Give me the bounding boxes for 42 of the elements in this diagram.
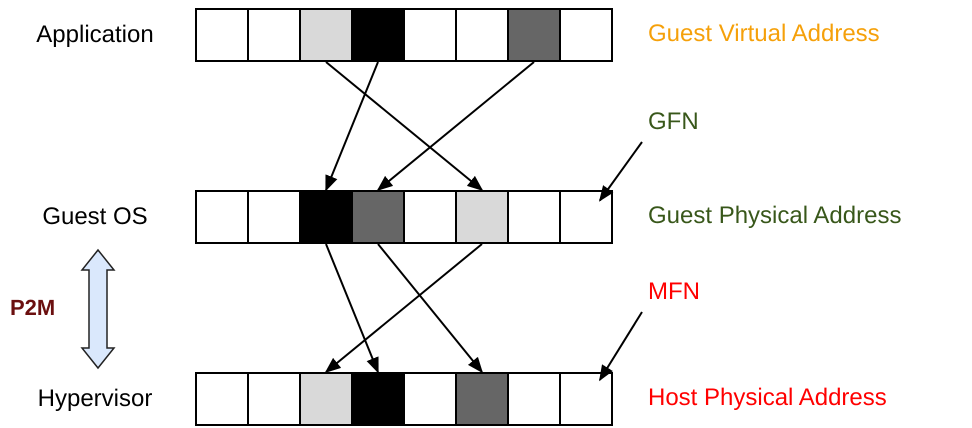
memory-cell [403, 372, 457, 426]
row-label: Application [35, 20, 155, 50]
memory-cell [403, 8, 457, 62]
leader-arrow [598, 141, 643, 202]
memory-cell [351, 372, 405, 426]
double-arrow [80, 248, 116, 370]
memory-cell [299, 8, 353, 62]
memory-cell [247, 8, 301, 62]
memory-cell [455, 8, 509, 62]
memory-cell [299, 372, 353, 426]
address-space-label: Guest Physical Address [648, 202, 902, 230]
mapping-arrow [376, 61, 535, 192]
mapping-arrow [324, 243, 483, 374]
memory-cell [247, 190, 301, 244]
memory-cell [195, 372, 249, 426]
address-space-label: Guest Virtual Address [648, 20, 880, 48]
memory-cell [247, 372, 301, 426]
memory-cell [351, 190, 405, 244]
memory-cell [559, 372, 613, 426]
frame-number-label: MFN [648, 278, 700, 306]
frame-number-label: GFN [648, 108, 699, 136]
edge-label: P2M [10, 295, 56, 321]
memory-cell [403, 190, 457, 244]
memory-cell [559, 190, 613, 244]
mapping-arrow [325, 61, 484, 192]
memory-cell [507, 8, 561, 62]
mapping-arrow [325, 244, 379, 374]
memory-cell [507, 372, 561, 426]
memory-cell [559, 8, 613, 62]
memory-cell [195, 8, 249, 62]
memory-cell [195, 190, 249, 244]
leader-arrow [599, 311, 643, 382]
memory-cell [351, 8, 405, 62]
mapping-arrow [325, 62, 379, 192]
memory-cell [455, 372, 509, 426]
memory-cell [507, 190, 561, 244]
mapping-arrow [377, 243, 483, 374]
address-space-label: Host Physical Address [648, 384, 887, 412]
row-label: Hypervisor [36, 384, 154, 414]
memory-cell [455, 190, 509, 244]
memory-cell [299, 190, 353, 244]
row-label: Guest OS [41, 202, 149, 232]
